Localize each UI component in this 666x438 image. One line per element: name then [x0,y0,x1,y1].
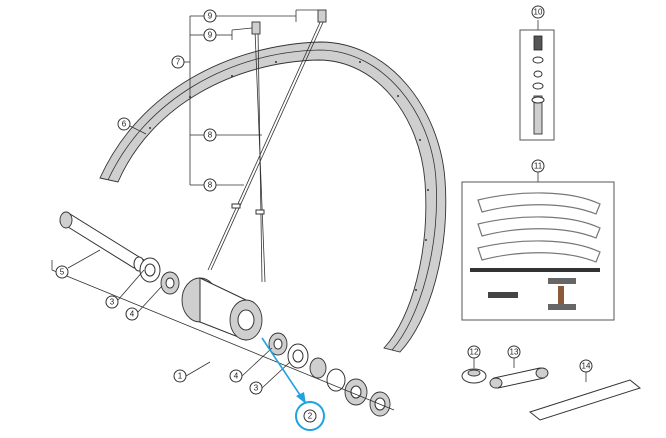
callout-1: 1 [173,369,187,383]
svg-text:3: 3 [110,298,115,307]
decal-sheet-box [461,181,615,321]
callout-8a: 8 [203,128,217,142]
svg-text:2: 2 [308,412,313,421]
highlight-arrow [261,337,306,404]
hub-small-parts [139,257,391,417]
part-12 [461,368,487,384]
svg-text:10: 10 [534,8,543,17]
svg-text:4: 4 [130,310,135,319]
svg-text:6: 6 [122,120,127,129]
part-13 [489,367,549,389]
svg-text:13: 13 [510,348,519,357]
svg-text:9: 9 [208,12,213,21]
callout-4a: 4 [125,307,139,321]
callout-3b: 3 [249,381,263,395]
callout-6: 6 [117,117,131,131]
callout-12: 12 [467,345,481,359]
svg-text:7: 7 [176,58,181,67]
svg-text:14: 14 [582,362,591,371]
callout-9b: 9 [203,28,217,42]
part-14 [528,379,642,421]
hub-body [181,277,263,341]
callout-11: 11 [531,159,545,173]
highlight-ring [295,401,325,431]
callout-10: 10 [531,5,545,19]
valve-parts-box [519,29,555,141]
callout-8b: 8 [203,178,217,192]
rim [99,41,447,353]
callout-14: 14 [579,359,593,373]
spoke-nipples [251,9,327,35]
svg-text:9: 9 [208,31,213,40]
svg-text:4: 4 [234,372,239,381]
callout-9a: 9 [203,9,217,23]
svg-text:5: 5 [60,268,65,277]
spoke-holes [149,61,429,291]
spokes [207,17,326,283]
callout-3a: 3 [105,295,119,309]
svg-text:8: 8 [208,181,213,190]
svg-text:8: 8 [208,131,213,140]
callout-2: 2 [303,409,317,423]
callout-7: 7 [171,55,185,69]
svg-text:1: 1 [178,372,183,381]
callout-13: 13 [507,345,521,359]
callout-5: 5 [55,265,69,279]
svg-text:3: 3 [254,384,259,393]
svg-text:11: 11 [534,162,543,171]
svg-text:12: 12 [470,348,479,357]
callout-4b: 4 [229,369,243,383]
hub-axle [59,211,145,272]
